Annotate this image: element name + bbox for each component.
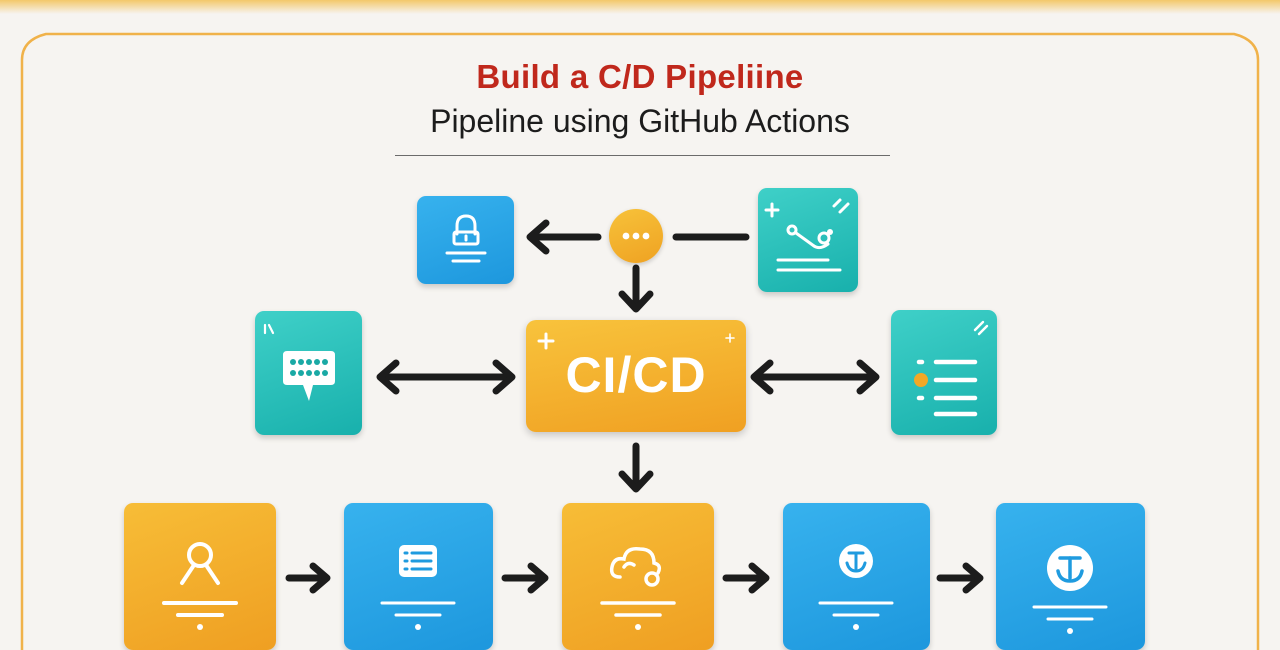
- sparkle-icon: [537, 332, 735, 350]
- ci-cd-label: CI/CD: [565, 347, 707, 403]
- bottom-node-3: [562, 503, 714, 650]
- bottom-node-4: [783, 503, 930, 650]
- bottom-node-1: [124, 503, 276, 650]
- mid-right-node: [891, 310, 997, 435]
- graph-icon: [764, 198, 850, 272]
- list-icon: [380, 545, 456, 630]
- chat-icon: [263, 323, 335, 401]
- title-divider: [395, 155, 890, 156]
- more-dots-icon: [622, 232, 650, 240]
- mid-left-node: [255, 311, 362, 435]
- diagram-title: Build a C/D Pipeliine: [476, 58, 804, 95]
- bottom-node-2: [344, 503, 493, 650]
- bottom-node-5: [996, 503, 1145, 650]
- more-dots-node: [609, 209, 663, 263]
- top-right-node: [758, 188, 858, 292]
- anchor-icon: [818, 544, 894, 630]
- top-left-node: [417, 196, 514, 284]
- ci-cd-node: CI/CD: [526, 320, 746, 432]
- anchor-icon: [1032, 545, 1108, 634]
- list-icon: [914, 320, 989, 417]
- cloud-icon: [600, 546, 676, 630]
- top-glow: [0, 0, 1280, 14]
- ribbon-icon: [162, 542, 238, 630]
- lock-icon: [445, 214, 487, 263]
- diagram-subtitle: Pipeline using GitHub Actions: [430, 103, 850, 139]
